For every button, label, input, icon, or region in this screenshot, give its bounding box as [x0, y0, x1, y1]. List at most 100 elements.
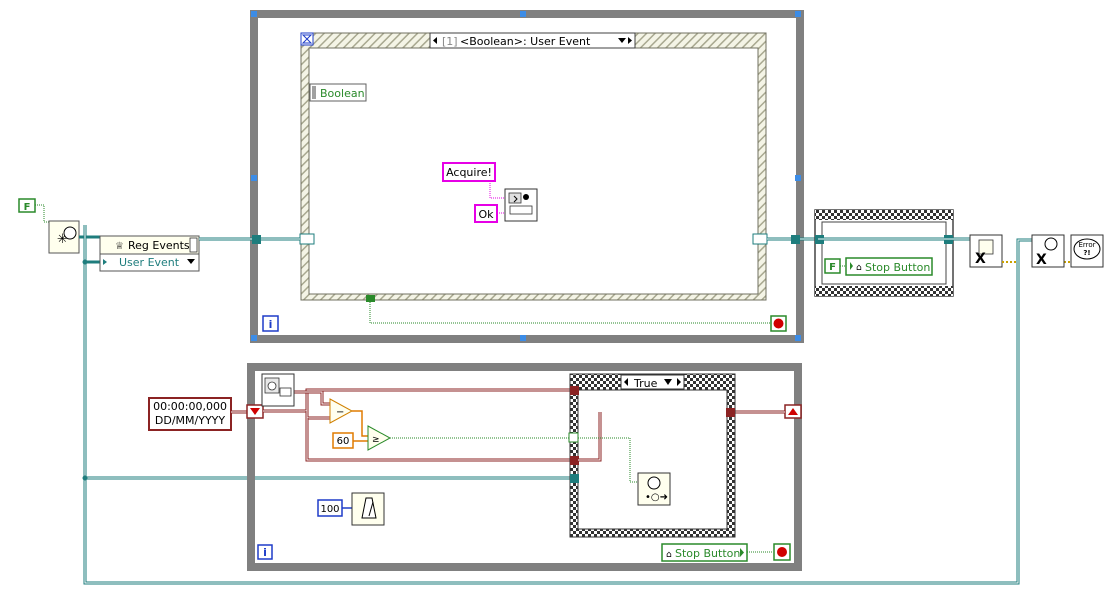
fire-arrow-icon: •○➜	[645, 492, 668, 503]
case-tunnel[interactable]	[570, 456, 579, 465]
resize-handle[interactable]	[251, 11, 257, 17]
upper-while-loop[interactable]: i	[250, 10, 804, 343]
false-wire	[35, 204, 50, 223]
reg-events-glyph-icon: ♕	[115, 241, 124, 252]
film-strip-top	[815, 210, 953, 220]
stop-button-lower-label: Stop Button	[675, 547, 740, 560]
stop-terminal[interactable]	[770, 315, 787, 332]
house-icon: ⌂	[856, 263, 862, 273]
previous-case-arrow-icon[interactable]	[624, 378, 628, 386]
false-flat-text: F	[829, 262, 836, 273]
close-icon: X	[1036, 252, 1047, 268]
event-structure[interactable]: [1] <Boolean>: User Event Boolean Acquir…	[299, 32, 768, 302]
event-data-node[interactable]: Boolean	[309, 83, 367, 102]
iteration-terminal: i	[262, 315, 279, 332]
chevron-down-icon[interactable]	[664, 379, 672, 385]
false-constant-left[interactable]: F	[18, 198, 36, 213]
resize-handle[interactable]	[520, 11, 526, 17]
next-case-arrow-icon[interactable]	[677, 378, 681, 386]
case-selector-terminal[interactable]	[568, 432, 579, 443]
resize-handle[interactable]	[251, 175, 257, 181]
film-strip-bottom	[815, 286, 953, 296]
event-case-selector[interactable]: [1] <Boolean>: User Event	[429, 32, 636, 49]
dynamic-event-terminal-in[interactable]	[299, 233, 315, 245]
reg-events-refnum-icon	[189, 237, 198, 253]
wait-ms-node[interactable]	[351, 492, 385, 526]
stop-boolean-wire	[369, 302, 770, 324]
false-constant-flat[interactable]: F	[824, 258, 841, 274]
shift-register-right[interactable]	[784, 404, 802, 419]
shift-register-tunnel-left[interactable]	[252, 235, 261, 244]
ok-string-text: Ok	[478, 208, 494, 221]
acquire-string-constant[interactable]: Acquire!	[442, 162, 496, 182]
case-structure-inner	[577, 389, 728, 530]
subtract-node[interactable]: −	[329, 398, 354, 424]
current-time-wire-core	[290, 391, 330, 405]
close-icon: X	[975, 251, 986, 267]
sixty-text: 60	[337, 436, 350, 447]
case-tunnel[interactable]	[570, 386, 579, 395]
event-structure-inner	[308, 47, 759, 295]
timestamp-date-text: DD/MM/YYYY	[155, 414, 225, 427]
shift-register-up-icon	[788, 408, 798, 415]
stop-button-flat-label: Stop Button	[865, 261, 930, 274]
chevron-down-icon[interactable]	[618, 38, 626, 43]
destroy-user-event-node[interactable]: X	[1031, 234, 1065, 268]
shift-register-down-icon	[250, 408, 260, 415]
case-selector-label[interactable]: True	[620, 374, 685, 390]
reg-events-item: User Event	[119, 256, 180, 269]
resize-handle[interactable]	[520, 335, 526, 341]
event-stop-output-tunnel[interactable]	[366, 295, 375, 302]
house-icon: ⌂	[666, 550, 672, 560]
chevron-down-icon[interactable]	[187, 259, 195, 264]
previous-case-arrow-icon[interactable]	[433, 37, 437, 44]
speech-bubble-icon	[1073, 238, 1101, 260]
resize-handle[interactable]	[251, 335, 257, 341]
case-tunnel[interactable]	[726, 408, 735, 417]
case-tunnel[interactable]	[570, 474, 579, 483]
next-case-arrow-icon[interactable]	[628, 37, 632, 44]
sixty-constant[interactable]: 60	[332, 432, 354, 449]
iteration-terminal: i	[257, 544, 273, 560]
unregister-events-node[interactable]: X	[969, 234, 1003, 268]
dynamic-event-terminal-out[interactable]	[752, 233, 768, 245]
simple-error-handler-node[interactable]: Error ?!	[1070, 234, 1104, 268]
false-constant-text: F	[24, 202, 31, 213]
timestamp-constant[interactable]: 00:00:00,000 DD/MM/YYYY	[148, 397, 232, 431]
hundred-constant[interactable]: 100	[317, 499, 343, 517]
case-time-wire-core	[578, 412, 601, 461]
prev-time-wire	[305, 411, 330, 420]
clock-icon	[267, 381, 277, 391]
input-arrow-icon	[103, 259, 107, 265]
dialog-subvi[interactable]	[504, 188, 538, 222]
flat-sequence-frame[interactable]	[814, 209, 954, 297]
wire-junction	[82, 259, 88, 265]
fire-event-boolean-wire	[578, 437, 638, 483]
current-time-wire	[290, 390, 330, 406]
get-datetime-node[interactable]	[261, 373, 295, 407]
resize-handle[interactable]	[795, 175, 801, 181]
event-case-label: <Boolean>: User Event	[460, 35, 591, 48]
lower-while-loop[interactable]: i	[247, 363, 802, 571]
greater-or-equal-node[interactable]: ≥	[367, 425, 392, 451]
ok-string-constant[interactable]: Ok	[474, 204, 498, 223]
svg-text:?!: ?!	[1083, 249, 1090, 257]
resize-handle[interactable]	[795, 11, 801, 17]
shift-register-tunnel-right[interactable]	[791, 235, 800, 244]
lower-iteration-label: i	[263, 546, 267, 559]
user-event-refnum-wire-core	[84, 225, 1032, 584]
register-events-node[interactable]: ♕ Reg Events User Event	[99, 235, 200, 272]
lower-loop-frame[interactable]	[247, 363, 802, 571]
stop-terminal[interactable]	[773, 543, 791, 561]
greater-equal-icon: ≥	[372, 435, 380, 445]
event-data-boolean-label: Boolean	[320, 87, 365, 100]
case-structure[interactable]: True	[568, 373, 736, 538]
resize-handle[interactable]	[795, 335, 801, 341]
read-arrow-icon	[740, 548, 744, 557]
shift-register-left[interactable]	[246, 404, 264, 419]
stop-button-local-variable-lower[interactable]: ⌂ Stop Button	[661, 543, 748, 562]
dialog-button-icon	[509, 205, 533, 215]
create-user-event-node[interactable]: ✳	[48, 220, 80, 254]
stop-button-local-variable-flat[interactable]: ⌂ Stop Button	[845, 257, 933, 276]
generate-user-event-node[interactable]: •○➜	[637, 472, 671, 506]
